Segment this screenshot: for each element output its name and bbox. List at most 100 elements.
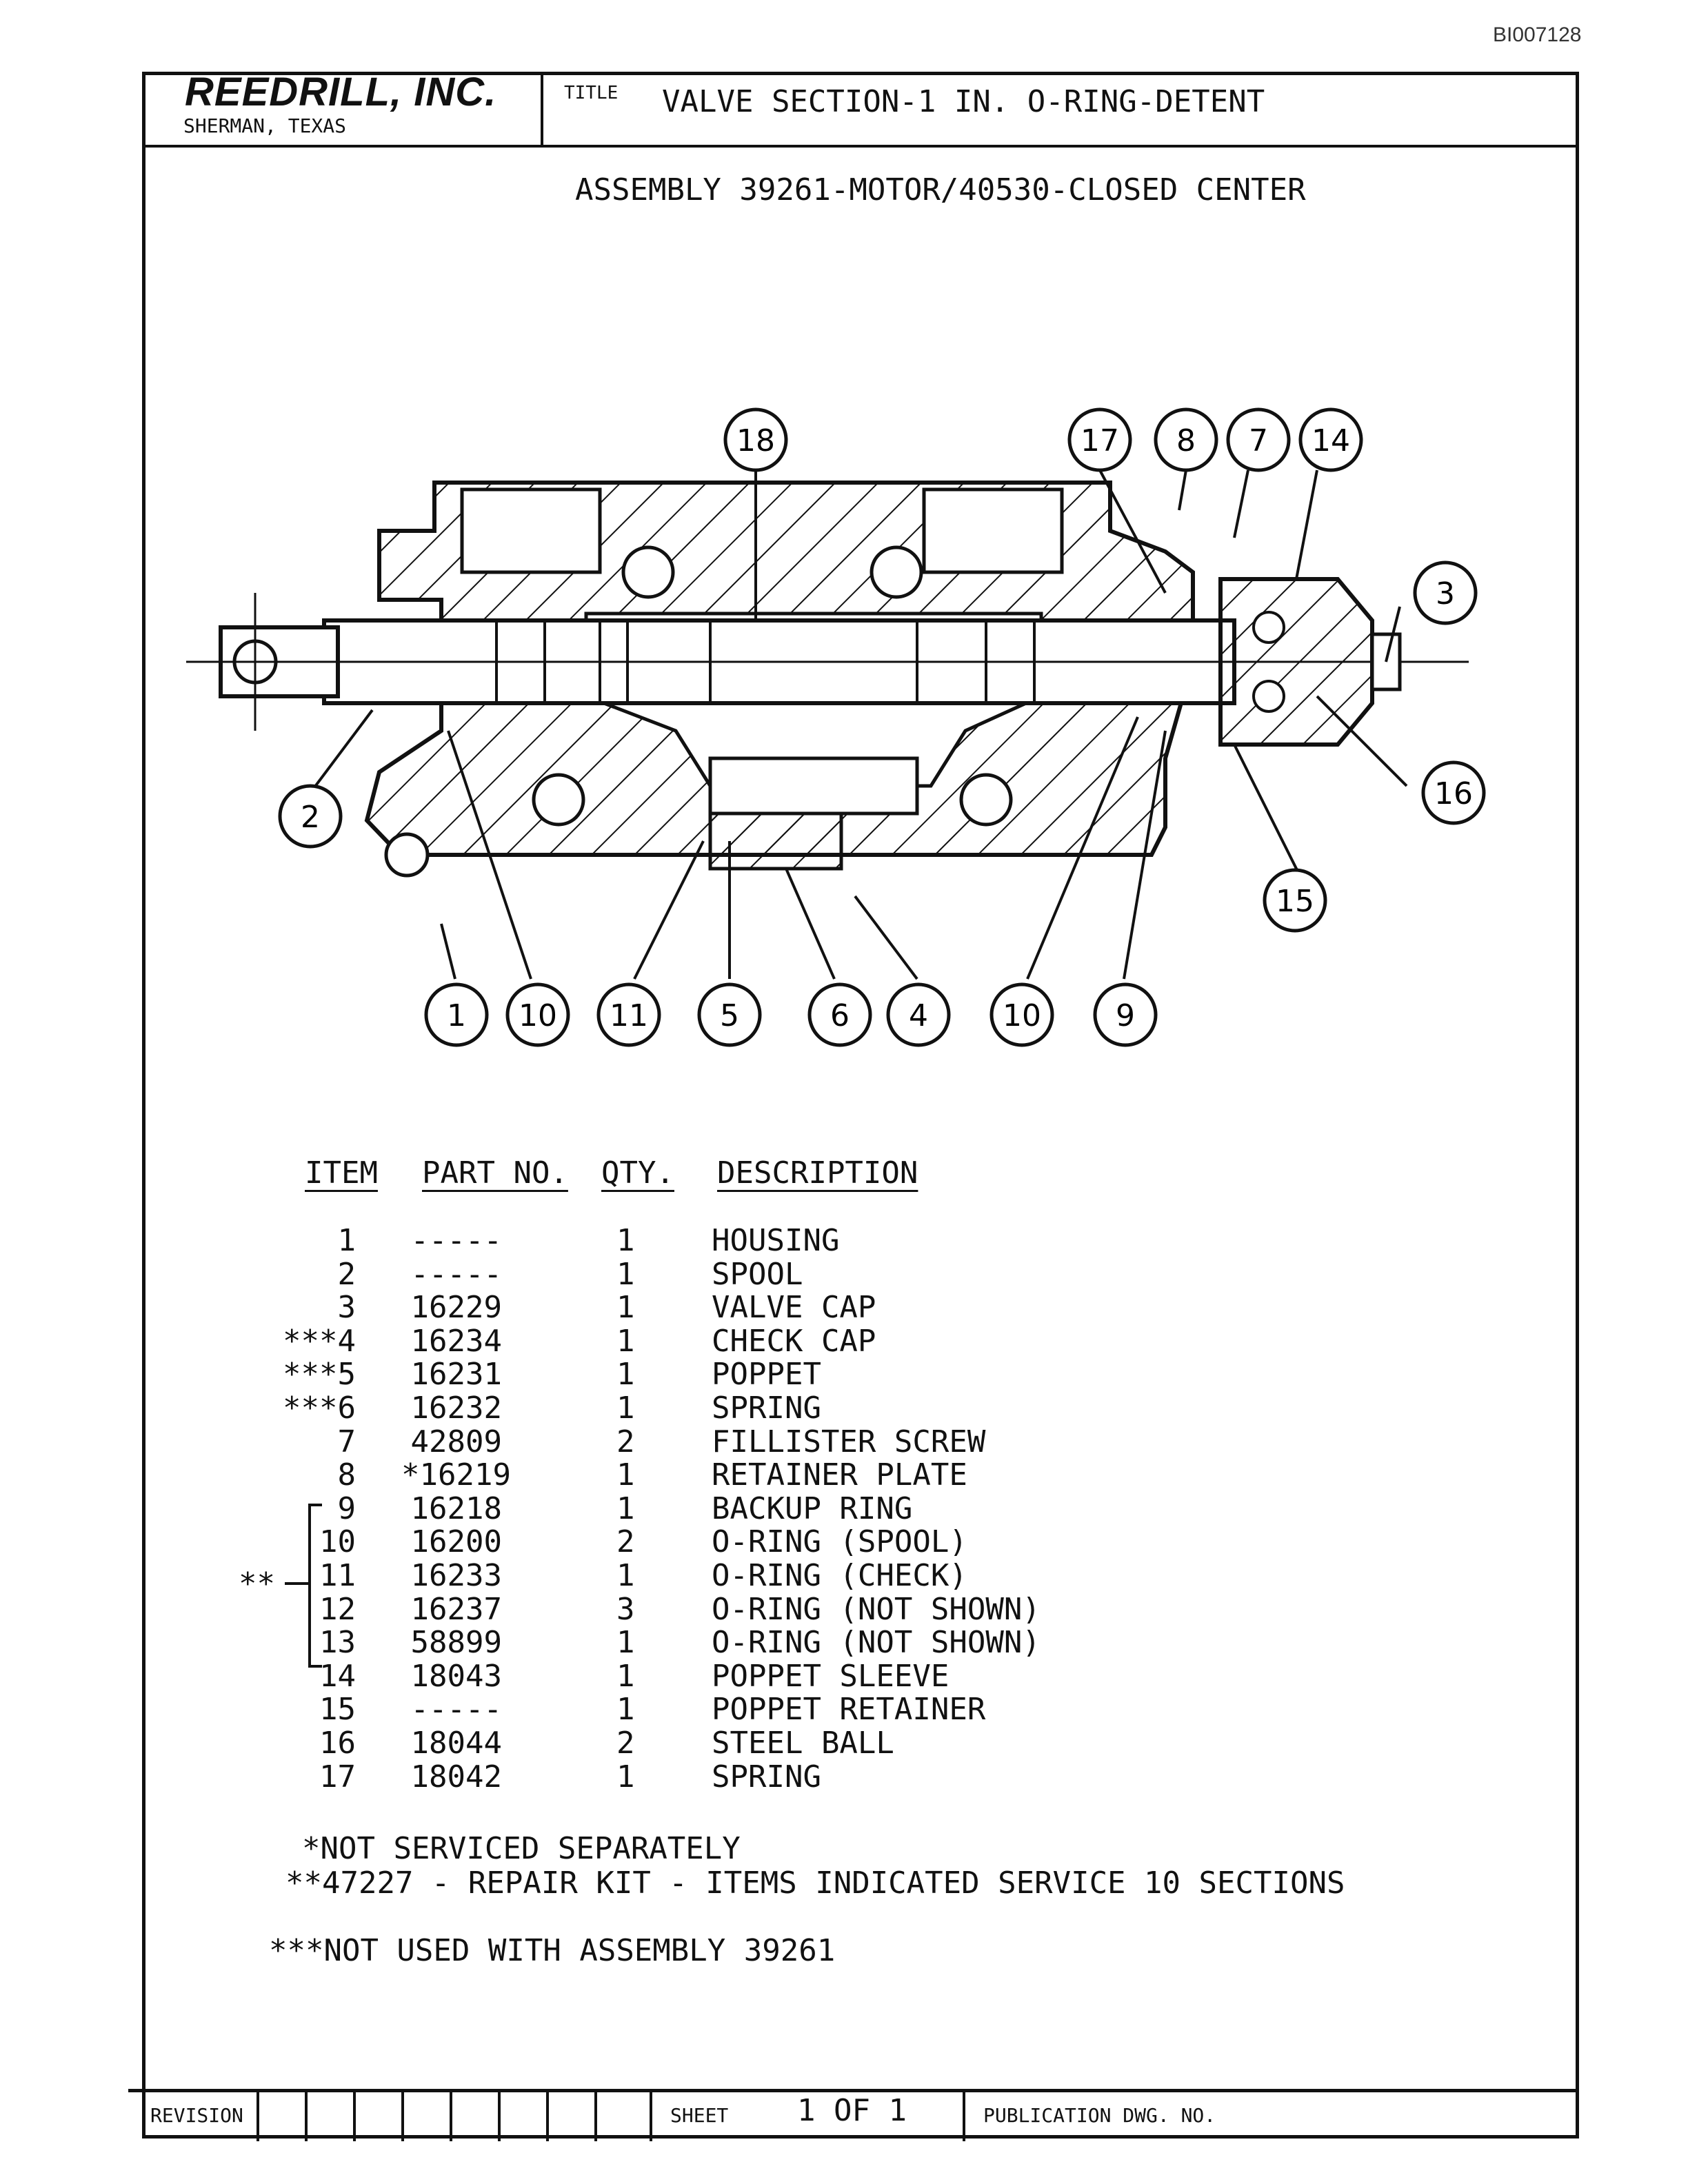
callout-label: 3 — [1436, 576, 1455, 611]
drawing-frame — [142, 72, 1579, 2138]
description: VALVE CAP — [712, 1290, 876, 1326]
part-number: ----- — [410, 1692, 502, 1728]
part-number: 16232 — [410, 1391, 502, 1426]
callout-17: 17 — [1067, 407, 1132, 472]
item-number: 11 — [319, 1558, 356, 1593]
part-number: *16219 — [401, 1457, 511, 1493]
callout-18: 18 — [723, 407, 788, 472]
title-label: TITLE — [564, 83, 619, 103]
item-number: 2 — [337, 1256, 356, 1292]
callout-1: 1 — [424, 982, 489, 1047]
callout-label: 11 — [610, 998, 648, 1033]
description: O-RING (NOT SHOWN) — [712, 1591, 1041, 1627]
valve-cross-section-drawing: 18 17 8 7 14 3 16 15 2 1 10 11 5 6 4 10 … — [186, 407, 1486, 1047]
part-number: 18042 — [410, 1759, 502, 1794]
repair-kit-bracket — [308, 1504, 322, 1668]
callout-label: 5 — [720, 998, 739, 1033]
callout-label: 10 — [519, 998, 557, 1033]
item-number: 10 — [319, 1524, 356, 1560]
header-item: ITEM — [305, 1155, 378, 1191]
company-location: SHERMAN, TEXAS — [183, 114, 347, 137]
callout-15: 15 — [1263, 868, 1327, 933]
revision-cell-divider — [401, 2089, 404, 2141]
callout-label: 7 — [1249, 423, 1268, 458]
quantity: 2 — [616, 1424, 635, 1459]
callout-6: 6 — [807, 982, 872, 1047]
header-part-no: PART NO. — [422, 1155, 568, 1191]
quantity: 1 — [616, 1457, 635, 1493]
sheet-divider — [963, 2089, 965, 2141]
item-number: 14 — [319, 1658, 356, 1694]
quantity: 3 — [616, 1591, 635, 1627]
callout-label: 6 — [830, 998, 850, 1033]
callout-label: 8 — [1176, 423, 1196, 458]
description: FILLISTER SCREW — [712, 1424, 986, 1459]
item-number: 17 — [319, 1759, 356, 1794]
description: RETAINER PLATE — [712, 1457, 967, 1493]
part-number: 16237 — [410, 1591, 502, 1627]
callout-14: 14 — [1298, 407, 1363, 472]
sheet-number: 1 OF 1 — [797, 2093, 907, 2128]
part-number: 16233 — [410, 1558, 502, 1593]
quantity: 1 — [616, 1658, 635, 1694]
revision-cell-divider — [353, 2089, 356, 2141]
callout-label: 18 — [736, 423, 775, 458]
callout-11: 11 — [596, 982, 661, 1047]
publication-label: PUBLICATION DWG. NO. — [983, 2104, 1216, 2127]
assembly-caption: ASSEMBLY 39261-MOTOR/40530-CLOSED CENTER — [575, 172, 1306, 208]
item-number: 7 — [337, 1424, 356, 1459]
part-number: 18043 — [410, 1658, 502, 1694]
table-row: 14 18043 1 POPPET SLEEVE — [276, 1658, 1103, 1694]
title-block — [142, 72, 1579, 148]
document-code: BI007128 — [1493, 23, 1582, 46]
part-number: 16234 — [410, 1323, 502, 1359]
description: O-RING (NOT SHOWN) — [712, 1625, 1041, 1661]
callout-2: 2 — [278, 784, 343, 849]
spool — [186, 593, 1469, 731]
quantity: 2 — [616, 1726, 635, 1761]
part-number: ----- — [410, 1256, 502, 1292]
part-number: 16229 — [410, 1290, 502, 1326]
mounting-holes — [384, 545, 1013, 878]
description: HOUSING — [712, 1223, 840, 1258]
callout-label: 10 — [1003, 998, 1041, 1033]
part-number: 16231 — [410, 1357, 502, 1393]
item-number: ***4 — [283, 1323, 356, 1359]
description: POPPET RETAINER — [712, 1692, 986, 1728]
item-number: ***6 — [283, 1391, 356, 1426]
table-row: ***6 16232 1 SPRING — [276, 1391, 1103, 1426]
company-name: REEDRILL, INC. — [185, 70, 497, 114]
item-number: 1 — [337, 1223, 356, 1258]
quantity: 1 — [616, 1391, 635, 1426]
quantity: 1 — [616, 1357, 635, 1393]
callout-label: 1 — [447, 998, 466, 1033]
valve-cap — [1218, 577, 1402, 747]
revision-cell-divider — [546, 2089, 549, 2141]
revision-cell-divider — [650, 2089, 652, 2141]
callout-label: 2 — [301, 800, 320, 835]
callout-5: 5 — [697, 982, 762, 1047]
header-qty: QTY. — [601, 1155, 674, 1191]
quantity: 1 — [616, 1256, 635, 1292]
description: BACKUP RING — [712, 1490, 913, 1526]
quantity: 1 — [616, 1490, 635, 1526]
description: POPPET SLEEVE — [712, 1658, 950, 1694]
callout-10-right: 10 — [989, 982, 1054, 1047]
revision-cell-divider — [257, 2089, 259, 2141]
callout-label: 17 — [1081, 423, 1119, 458]
description: O-RING (SPOOL) — [712, 1524, 967, 1560]
description: STEEL BALL — [712, 1726, 894, 1761]
callout-label: 14 — [1312, 423, 1350, 458]
callout-16: 16 — [1421, 760, 1486, 825]
description: SPRING — [712, 1391, 821, 1426]
